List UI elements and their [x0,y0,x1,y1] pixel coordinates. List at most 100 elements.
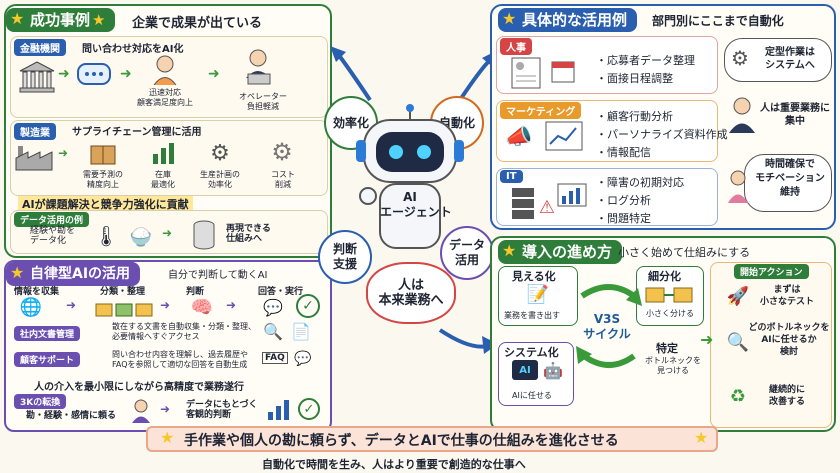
bubble-decision: 判断 支援 [318,230,372,284]
success-header: ★成功事例★ [6,8,116,32]
flow-2: 分類・整理 [100,287,146,297]
arrow-right-icon: ➜ [58,66,70,82]
arrow-right-icon: ➜ [160,402,171,416]
finance-step-2: オペレーター 負担軽減 [239,92,287,111]
action-step-1: まずは 小さなテスト [759,285,814,307]
identify-desc: ボトルネックを 見つける [645,356,701,375]
bar-chart-icon [150,140,178,166]
gear-icon: ⚙ [731,46,749,70]
identify-label: 特定 [656,342,678,355]
doc-label: 社内文書管理 [14,326,81,341]
person-icon [130,398,152,424]
split-desc: 小さく分ける [646,309,694,318]
star-icon: ★ [10,263,25,282]
chat-icon: 💬 [294,351,312,367]
split-label: 細分化 [648,270,681,283]
cases-header: ★具体的な活用例 [498,8,638,32]
flow-3: 判断 [186,287,205,297]
bar-chart-icon [266,398,292,422]
support-desc: 問い合わせ内容を理解し、過去履歴や FAQを参照して適切な回答を自動生成 [112,350,248,369]
brain-icon: 🧠 [190,296,214,318]
side-text-2: 人は重要業務に 集中 [760,103,830,127]
mfg-step-3: 生産計画の 効率化 [200,170,240,189]
star-icon: ★ [502,241,517,260]
robot-title: AI エージェント [380,190,452,219]
doc-desc: 散在する文書を自動収集・分類・整理、 必要情報へすぐアクセス [112,322,256,341]
support-label: 顧客サポート [14,352,81,367]
system-label: システム化 [504,346,559,359]
calendar-icon [550,58,576,84]
magnifier-icon: 🔍 [726,331,750,353]
memo-icon: 📝 [526,283,550,305]
mfg-step-1: 需要予測の 精度向上 [83,170,123,189]
mkt-label: マーケティング [500,102,582,119]
data-left: 経験や勘を データ化 [30,226,76,246]
bank-icon [18,60,56,94]
hr-label: 人事 [500,38,532,55]
cycle-label: V3S サイクル [583,312,631,341]
arrow-right-icon: ➜ [58,146,69,160]
star-icon: ★ [10,9,25,28]
autonomous-header: ★自律型AIの活用 [6,262,141,286]
footer-star-right: ★ [694,428,709,447]
visual-box [498,266,578,326]
puzzle-icon [642,284,698,304]
factory-icon [14,142,54,172]
core-message: 人は 本来業務へ [366,262,456,324]
mkt-item-1: ・顧客行動分析 [596,110,673,123]
arrow-right-icon: ➜ [160,298,171,312]
document-icon: 📄 [291,321,311,341]
finance-label: 金融機関 [14,39,66,56]
faq-badge: FAQ [262,352,288,364]
server-icon [508,186,538,220]
it-label: IT [500,170,523,183]
cycle-arrows [576,284,642,368]
k3-left: 勘・経験・感情に頼る [26,411,117,421]
arrow-right-icon: ➜ [66,298,77,312]
k3-right: データにもとづく 客観的判断 [186,400,258,420]
action-box [710,262,832,428]
smiling-person-icon [150,54,180,86]
line-chart-icon [544,120,584,154]
mkt-item-2: ・パーソナライズ資料作成 [596,128,728,141]
arrow-right-icon: ➜ [162,226,173,240]
cycle-icon: ♻ [729,385,747,407]
data-right: 再現できる 仕組みへ [226,224,271,244]
side-note-3 [744,154,832,212]
mfg-step-2: 在庫 最適化 [151,170,175,189]
magnifier-icon: 🔍 [263,321,283,341]
intro-subtitle: 小さく始めて仕組みにする [618,246,751,259]
footer-star-left: ★ [160,428,175,447]
chat-bubble-icon [76,62,112,90]
thermometer-icon: 🌡 [93,224,119,248]
it-item-2: ・ログ分析 [596,194,651,207]
visual-desc: 業務を書き出す [504,311,560,320]
megaphone-icon: 📣 [505,124,533,150]
mfg-label: 製造業 [14,123,56,140]
flow-4: 回答・実行 [258,287,304,297]
it-item-3: ・問題特定 [596,212,651,225]
footer-sub: 自動化で時間を生み、人はより重要で創造的な仕事へ [262,458,526,471]
arrow-right-icon: ➜ [226,298,237,312]
hr-item-2: ・面接日程調整 [596,72,673,85]
folders-icon [94,298,154,318]
cases-subtitle: 部門別にここまで自動化 [652,14,784,28]
chat-icon: 💬 [263,297,283,317]
autonomous-subtitle: 自分で判断して動くAI [168,270,268,281]
star-icon: ★ [502,9,517,28]
database-icon [192,220,216,250]
system-desc: AIに任せる [512,391,552,400]
intro-header: ★導入の進め方 [498,240,623,264]
hr-item-1: ・応募者データ整理 [596,54,695,67]
flow-1: 情報を収集 [14,287,60,297]
businessman-icon [726,94,758,134]
success-banner: AIが課題解決と競争力強化に貢献 [18,196,193,212]
visual-label: 見える化 [512,270,556,283]
footer-banner [146,426,718,452]
box-icon [88,140,118,166]
side-text-3: 時間確保で モチベーション 維持 [755,159,825,198]
autonomous-note: 人の介入を最小限にしながら高精度で業務遂行 [34,382,244,393]
data-label: データ活用の例 [14,212,90,227]
check-circle-icon: ✓ [298,398,320,420]
mfg-step-4: コスト 削減 [271,170,295,189]
